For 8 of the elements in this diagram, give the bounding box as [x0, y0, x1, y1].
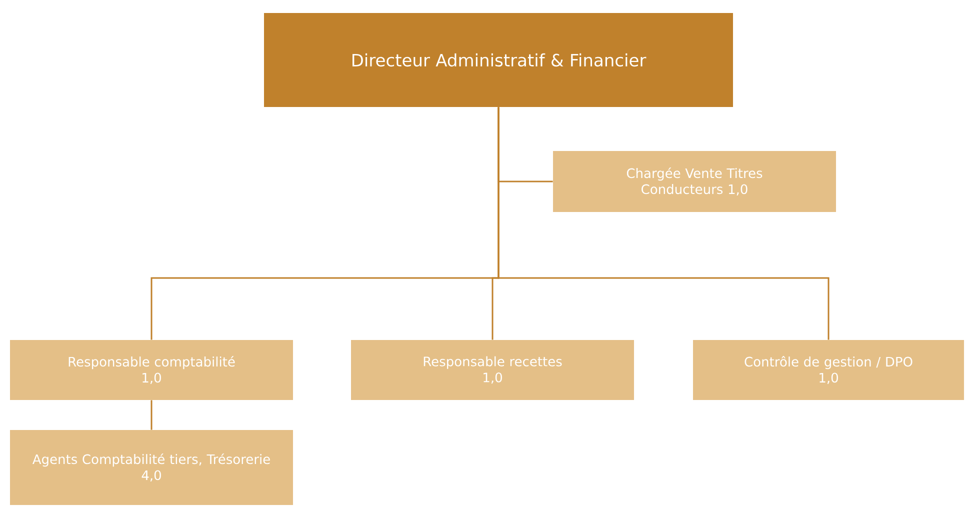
org-box: Responsable comptabilité 1,0 [10, 340, 293, 400]
org-box: Responsable recettes 1,0 [351, 340, 634, 400]
org-box: Agents Comptabilité tiers, Trésorerie 4,0 [10, 430, 293, 505]
org-box: Directeur Administratif & Financier [264, 13, 733, 107]
connector-line [150, 400, 152, 430]
connector-line [498, 107, 830, 340]
org-box: Chargée Vente Titres Conducteurs 1,0 [553, 151, 836, 212]
org-box: Contrôle de gestion / DPO 1,0 [693, 340, 964, 400]
